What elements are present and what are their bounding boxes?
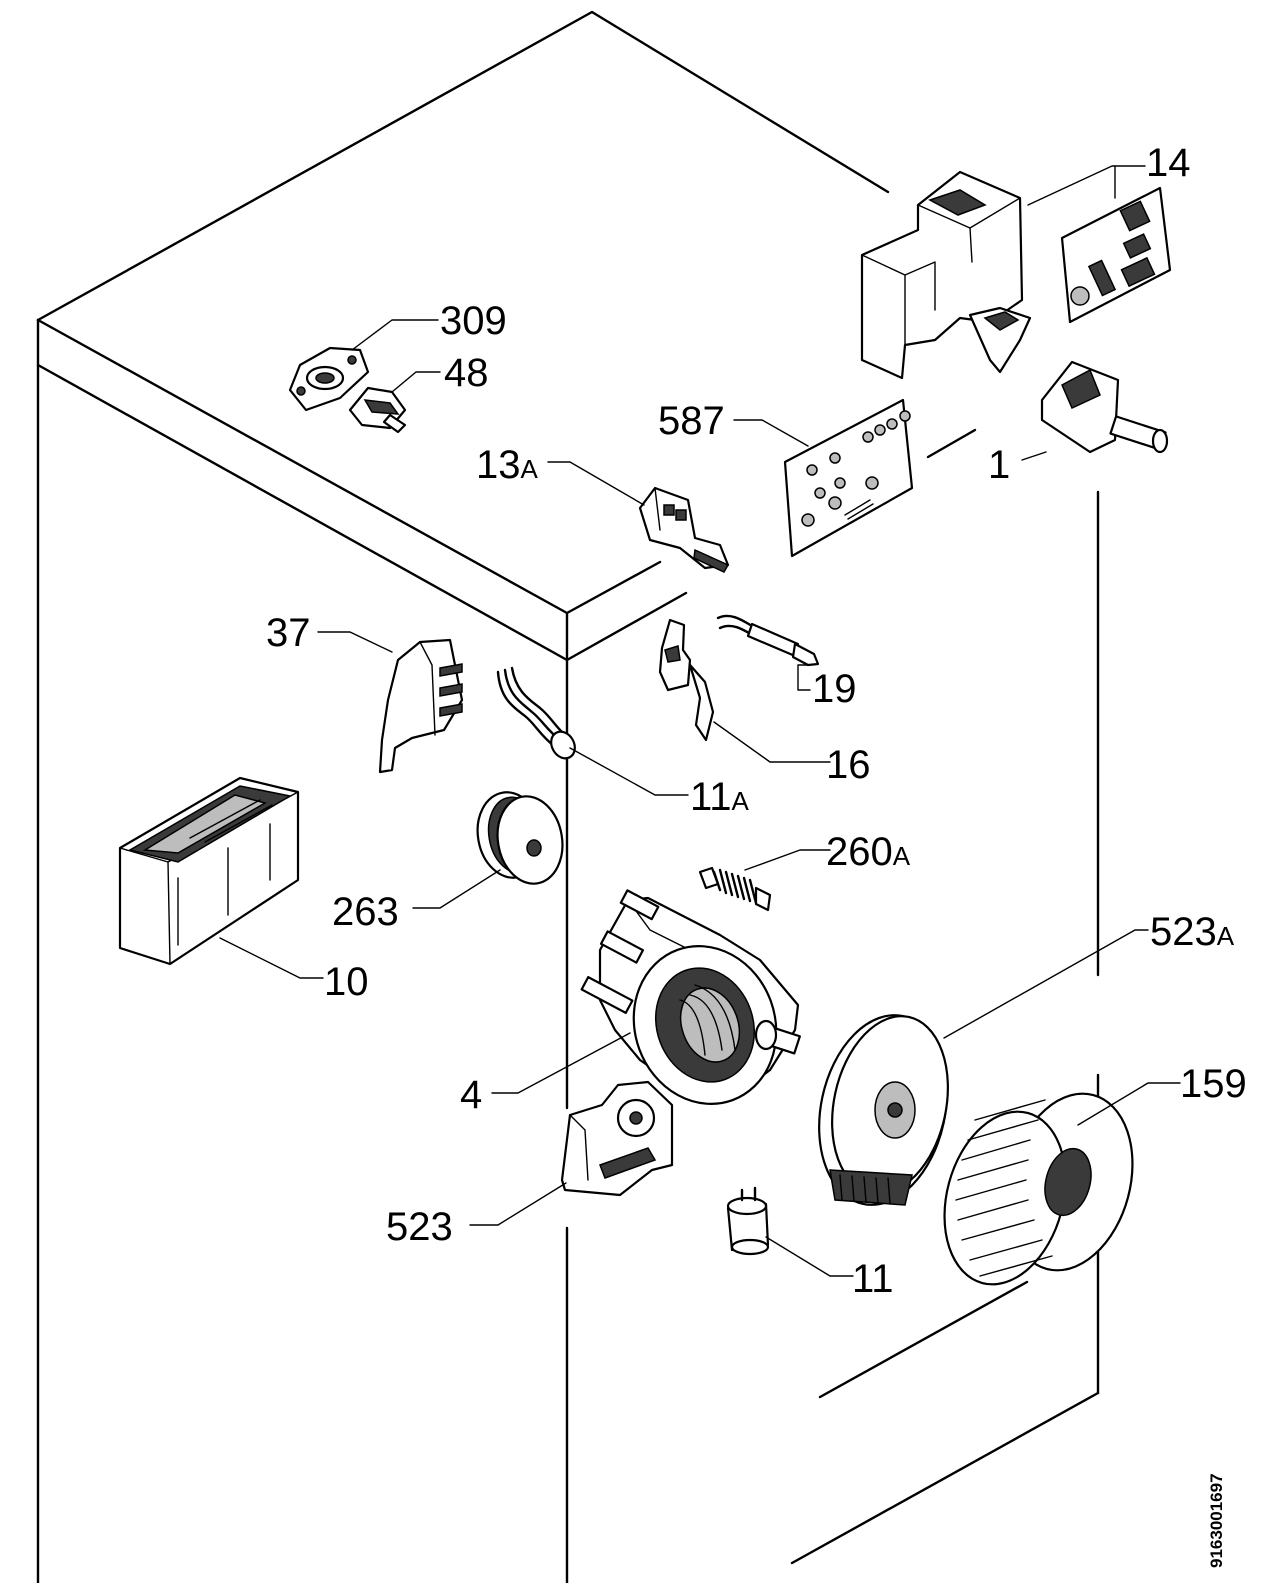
callout-48: 48 [444,351,489,395]
callout-11: 11 [852,1257,894,1301]
callout-260a: 260A [826,830,911,874]
callout-19: 19 [812,667,857,711]
part-10-filter-box [118,776,300,966]
leader-lines [219,319,1181,1277]
callout-37: 37 [266,611,311,655]
callout-309: 309 [440,299,507,343]
part-11a-sensor [496,666,576,760]
part-1-selector-switch [1040,360,1169,454]
part-14-control-module [860,165,1172,380]
part-37-filter [378,638,464,774]
part-4-motor [580,889,801,1105]
callout-587: 587 [658,399,725,443]
part-309-bracket [288,346,370,412]
part-159-fan-wheel [943,1092,1134,1286]
callout-11a: 11A [690,775,750,819]
callout-labels: 309 48 14 587 1 13A 37 19 16 11A 263 260… [266,141,1247,1301]
part-587-circuit-board [783,398,914,558]
document-number: 9163001697 [1207,1473,1226,1568]
callout-10: 10 [324,960,369,1004]
part-13a-door-switch [638,486,730,573]
callout-4: 4 [460,1073,482,1117]
part-11-capacitor [726,1186,770,1256]
part-523a-fan-housing [818,1014,949,1206]
callout-16: 16 [826,743,871,787]
part-523-bracket [560,1080,674,1197]
part-263-pulley [476,791,564,885]
callout-523a: 523A [1150,910,1235,954]
part-260a-spring [698,866,772,912]
callout-263: 263 [332,890,399,934]
callout-13a: 13A [476,443,539,487]
part-19-probe [716,614,820,667]
callout-523: 523 [386,1205,453,1249]
callout-159: 159 [1180,1062,1247,1106]
callout-14: 14 [1146,141,1191,185]
part-48-thermostat [348,386,407,434]
callout-1: 1 [988,443,1010,487]
part-16-microswitch [658,618,715,742]
